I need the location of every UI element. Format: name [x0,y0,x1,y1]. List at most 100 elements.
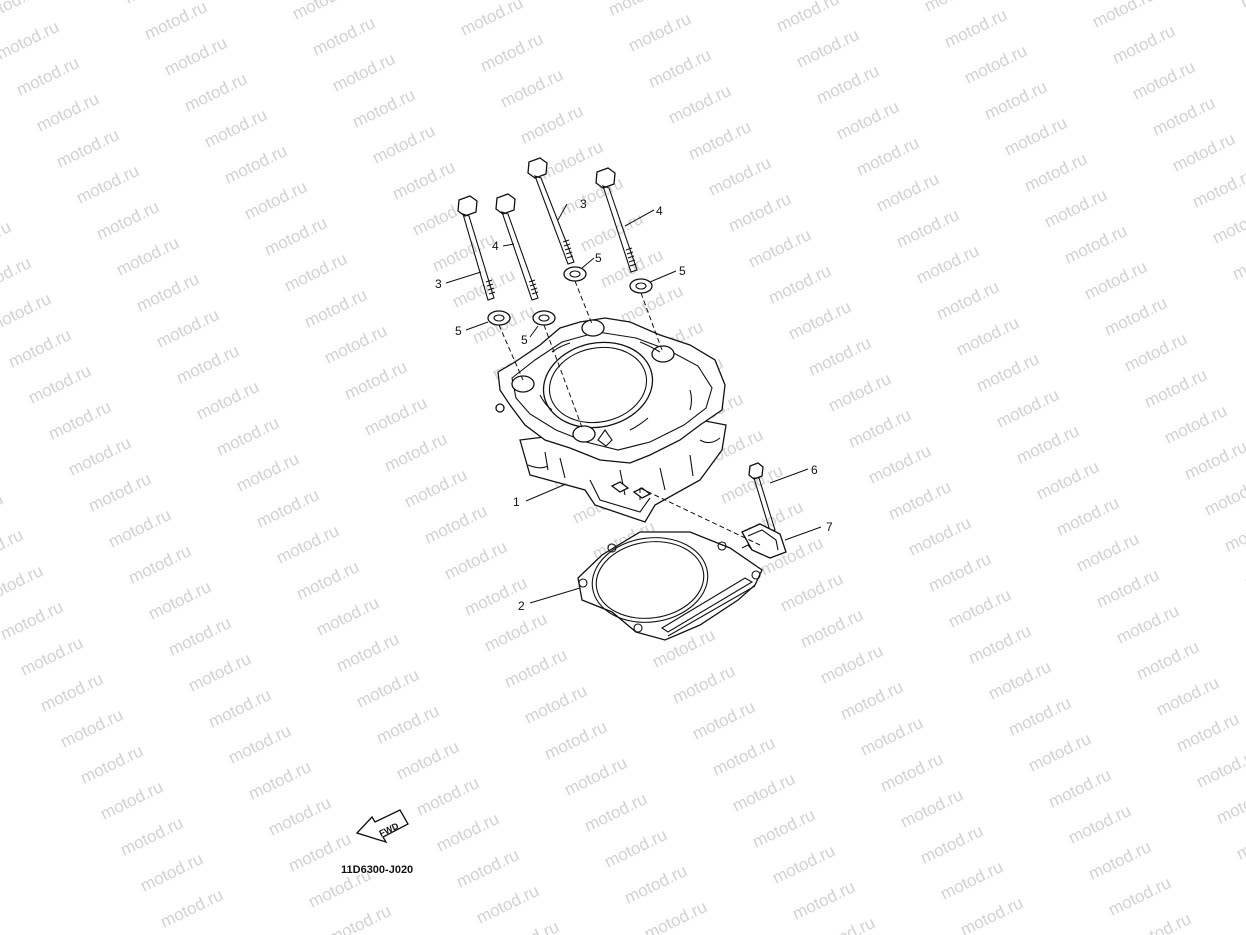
watermark-text: motod.ru [413,773,482,819]
watermark-text: motod.ru [773,0,842,36]
watermark-text: motod.ru [1001,113,1070,159]
washer-left [487,310,511,326]
watermark-text: motod.ru [1113,601,1182,647]
watermark-text: motod.ru [333,629,402,675]
watermark-text: motod.ru [105,505,174,551]
watermark-text: motod.ru [497,65,566,111]
washer-center-right [563,266,587,282]
watermark-text: motod.ru [1021,149,1090,195]
watermark-text: motod.ru [1033,457,1102,503]
leader-lines [445,203,822,604]
cylinder-block [495,317,727,523]
bracket-7 [741,523,787,559]
watermark-text: motod.ru [809,913,878,935]
watermark-text: motod.ru [393,737,462,783]
watermark-text: motod.ru [173,341,242,387]
watermark-text: motod.ru [925,549,994,595]
watermark-text: motod.ru [1189,165,1246,211]
watermark-text: motod.ru [373,701,442,747]
watermark-text: motod.ru [1213,781,1246,827]
watermark-text: motod.ru [261,213,330,259]
callout-7: 7 [826,520,833,534]
assembly-lines [498,280,761,546]
watermark-text: motod.ru [905,513,974,559]
watermark-text: motod.ru [789,877,858,923]
watermark-text: motod.ru [769,841,838,887]
watermark-text: motod.ru [1005,693,1074,739]
watermark-text: motod.ru [837,677,906,723]
watermark-text: motod.ru [145,577,214,623]
watermark-text: motod.ru [241,177,310,223]
watermark-text: motod.ru [933,277,1002,323]
watermark-text: motod.ru [937,857,1006,903]
watermark-text: motod.ru [557,173,626,219]
watermark-text: motod.ru [689,697,758,743]
callout-5-center-left: 5 [521,333,528,347]
watermark-text: motod.ru [125,541,194,587]
watermark-text: motod.ru [709,733,778,779]
watermark-text: motod.ru [1233,817,1246,863]
watermark-text: motod.ru [401,465,470,511]
watermark-text: motod.ru [121,0,190,8]
watermark-text: motod.ru [1161,401,1230,447]
watermark-text: motod.ru [1065,801,1134,847]
watermark-text: motod.ru [785,297,854,343]
watermark-text: motod.ru [941,5,1010,51]
watermark-text: motod.ru [289,0,358,24]
watermark-text: motod.ru [361,393,430,439]
cylinder-bolt-4-left [495,193,539,301]
watermark-text: motod.ru [181,69,250,115]
watermark-text: motod.ru [685,117,754,163]
watermark-text: motod.ru [137,849,206,895]
watermark-text: motod.ru [921,0,990,16]
watermark-text: motod.ru [65,433,134,479]
watermark-text: motod.ru [349,85,418,131]
cylinder-gasket [577,531,763,641]
watermark-text: motod.ru [885,477,954,523]
watermark-text: motod.ru [253,485,322,531]
watermark-text: motod.ru [621,861,690,907]
watermark-text: motod.ru [957,893,1026,935]
watermark-text: motod.ru [13,53,82,99]
watermark-text: motod.ru [477,29,546,75]
watermark-text: motod.ru [325,901,394,935]
watermark-text: motod.ru [1141,365,1210,411]
watermark-text: motod.ru [577,209,646,255]
watermark-text: motod.ru [85,469,154,515]
watermark-text: motod.ru [201,105,270,151]
watermark-text: motod.ru [381,429,450,475]
watermark-text: motod.ru [429,229,498,275]
watermark-text: motod.ru [1089,0,1158,32]
forward-arrow-icon: FWD [355,809,409,844]
watermark-text: motod.ru [945,585,1014,631]
watermark-text: motod.ru [1041,185,1110,231]
watermark-text: motod.ru [517,101,586,147]
washer-center-left [532,310,556,326]
watermark-text: motod.ru [1085,837,1154,883]
watermark-text: motod.ru [1129,57,1198,103]
watermark-text: motod.ru [1181,437,1246,483]
watermark-text: motod.ru [729,769,798,815]
watermark-text: motod.ru [877,749,946,795]
watermark-text: motod.ru [1193,745,1246,791]
watermark-text: motod.ru [97,777,166,823]
watermark-text: motod.ru [825,369,894,415]
watermark-text: motod.ru [265,793,334,839]
watermark-text: motod.ru [645,45,714,91]
watermark-text: motod.ru [1101,293,1170,339]
watermark-text: motod.ru [981,77,1050,123]
watermark-text: motod.ru [625,9,694,55]
watermark-text: motod.ru [1013,421,1082,467]
watermark-text: motod.ru [93,197,162,243]
watermark-text: motod.ru [873,169,942,215]
watermark-text: motod.ru [705,153,774,199]
watermark-text: motod.ru [449,265,518,311]
watermark-text: motod.ru [541,717,610,763]
watermark-text: motod.ru [973,349,1042,395]
watermark-text: motod.ru [1237,0,1246,12]
watermark-text: motod.ru [73,161,142,207]
watermark-text: motod.ru [389,157,458,203]
watermark-text: motod.ru [1053,493,1122,539]
watermark-text: motod.ru [205,685,274,731]
watermark-text: motod.ru [293,557,362,603]
